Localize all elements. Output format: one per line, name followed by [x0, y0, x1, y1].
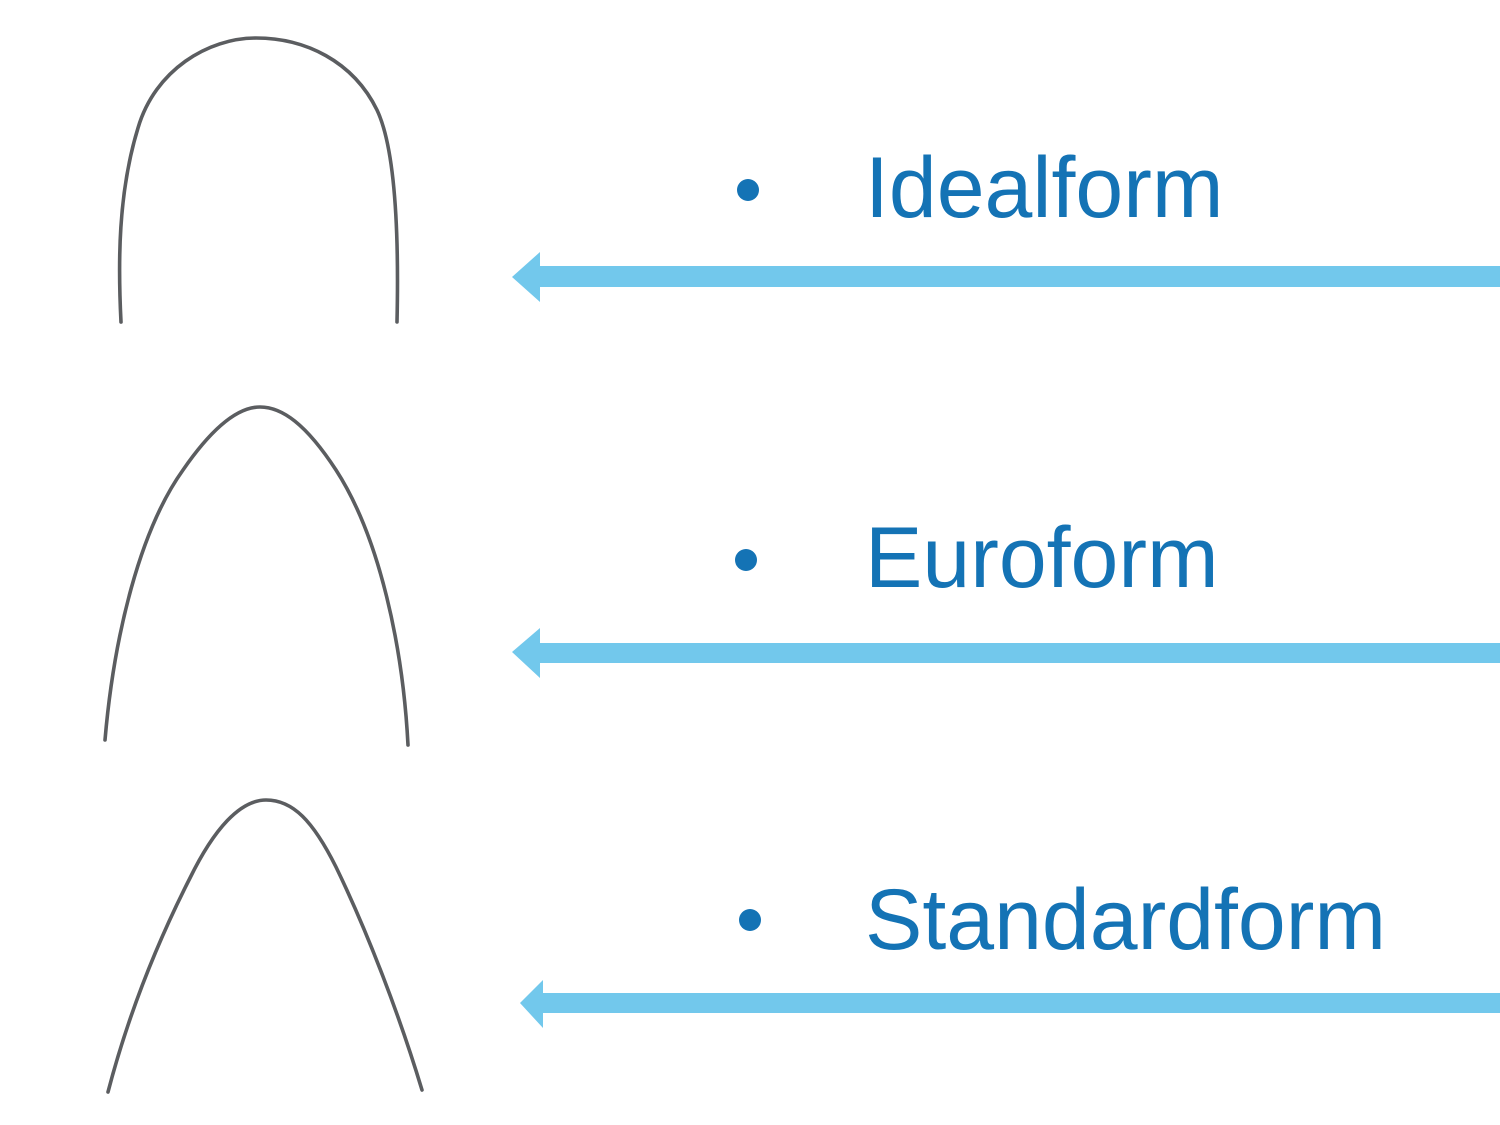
bullet-icon — [735, 549, 757, 571]
euro-archform-wire-path — [103, 405, 410, 747]
left-arrow-icon-standardform — [520, 980, 1500, 1028]
left-arrow-shape — [512, 628, 1500, 678]
label-idealform: Idealform — [865, 140, 1224, 236]
left-arrow-icon-euroform — [512, 628, 1500, 678]
euro-archform-wire-image — [103, 405, 410, 747]
left-arrow-shape — [520, 980, 1500, 1028]
standard-archform-wire-image — [106, 798, 424, 1094]
ideal-archform-wire-path — [117, 36, 400, 324]
label-euroform: Euroform — [865, 510, 1219, 606]
left-arrow-shape — [512, 252, 1500, 302]
left-arrow-icon-idealform — [512, 252, 1500, 302]
bullet-icon — [737, 179, 759, 201]
label-standardform: Standardform — [865, 872, 1387, 968]
ideal-archform-wire-image — [117, 36, 400, 324]
standard-archform-wire-path — [106, 798, 424, 1094]
bullet-icon — [739, 909, 761, 931]
